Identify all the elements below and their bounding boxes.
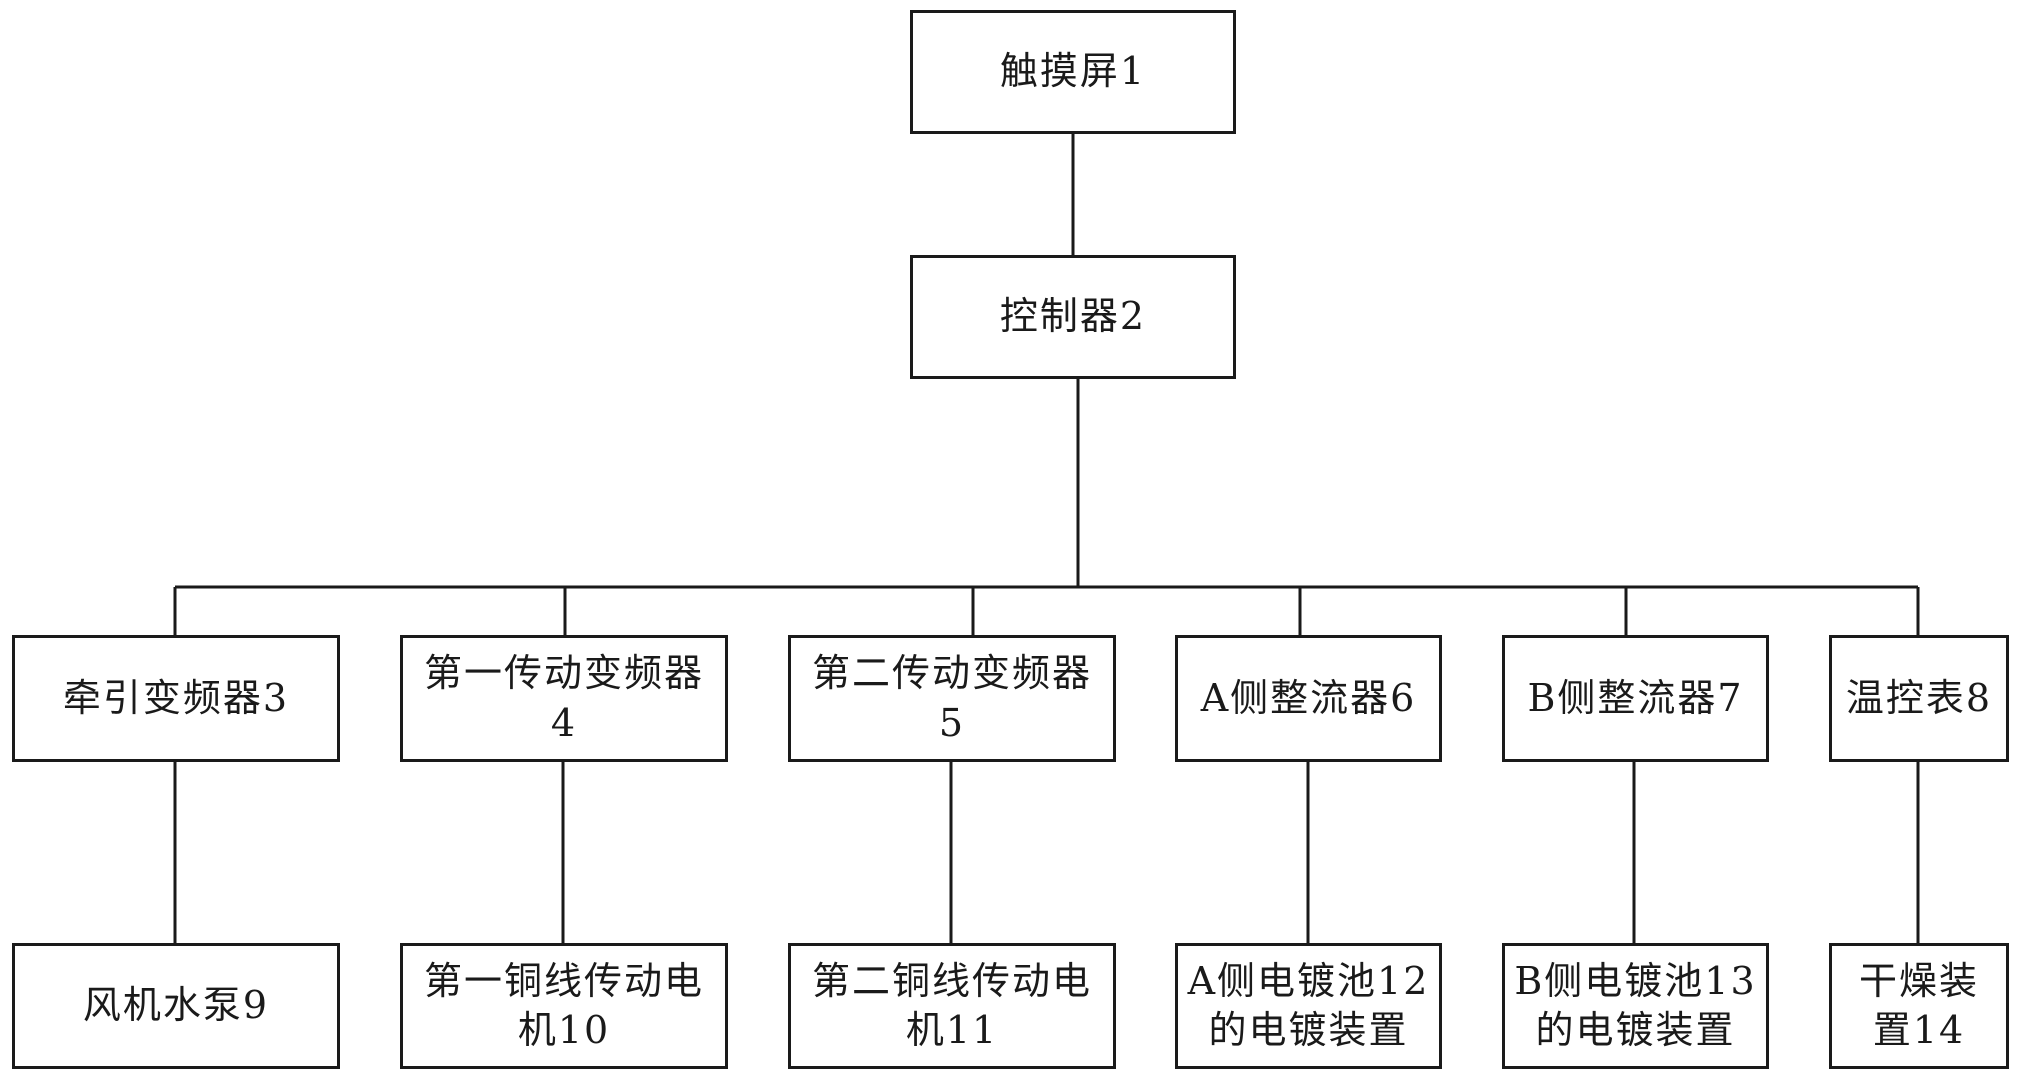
temp-controller-label: 温控表8 [1845,675,1993,720]
plating-b-label: B侧电镀池13 的电镀装置 [1514,958,1757,1052]
rectifier-b-box: B侧整流器7 [1502,635,1769,762]
drive-inverter-2-box: 第二传动变频器5 [788,635,1116,762]
drive-inverter-1-label: 第一传动变频器4 [423,651,704,745]
temp-controller-box: 温控表8 [1829,635,2009,762]
traction-inverter-box: 牵引变频器3 [12,635,340,762]
copper-motor-2-box: 第二铜线传动电 机11 [788,943,1116,1069]
drive-inverter-1-box: 第一传动变频器4 [400,635,728,762]
controller-label: 控制器2 [999,294,1147,339]
fan-pump-box: 风机水泵9 [12,943,340,1069]
copper-motor-1-box: 第一铜线传动电 机10 [400,943,728,1069]
plating-b-box: B侧电镀池13 的电镀装置 [1502,943,1769,1069]
drying-label: 干燥装 置14 [1858,958,1979,1052]
traction-inverter-label: 牵引变频器3 [62,675,290,720]
plating-a-box: A侧电镀池12 的电镀装置 [1175,943,1442,1069]
fan-pump-label: 风机水泵9 [82,983,270,1028]
plating-a-label: A侧电镀池12 的电镀装置 [1187,958,1430,1052]
touchscreen-box: 触摸屏1 [910,10,1236,134]
rectifier-a-label: A侧整流器6 [1200,675,1417,720]
drying-box: 干燥装 置14 [1829,943,2009,1069]
copper-motor-2-label: 第二铜线传动电 机11 [811,958,1092,1052]
copper-motor-1-label: 第一铜线传动电 机10 [423,958,704,1052]
drive-inverter-2-label: 第二传动变频器5 [811,651,1092,745]
controller-box: 控制器2 [910,255,1236,379]
touchscreen-label: 触摸屏1 [999,49,1147,94]
rectifier-a-box: A侧整流器6 [1175,635,1442,762]
rectifier-b-label: B侧整流器7 [1527,675,1744,720]
